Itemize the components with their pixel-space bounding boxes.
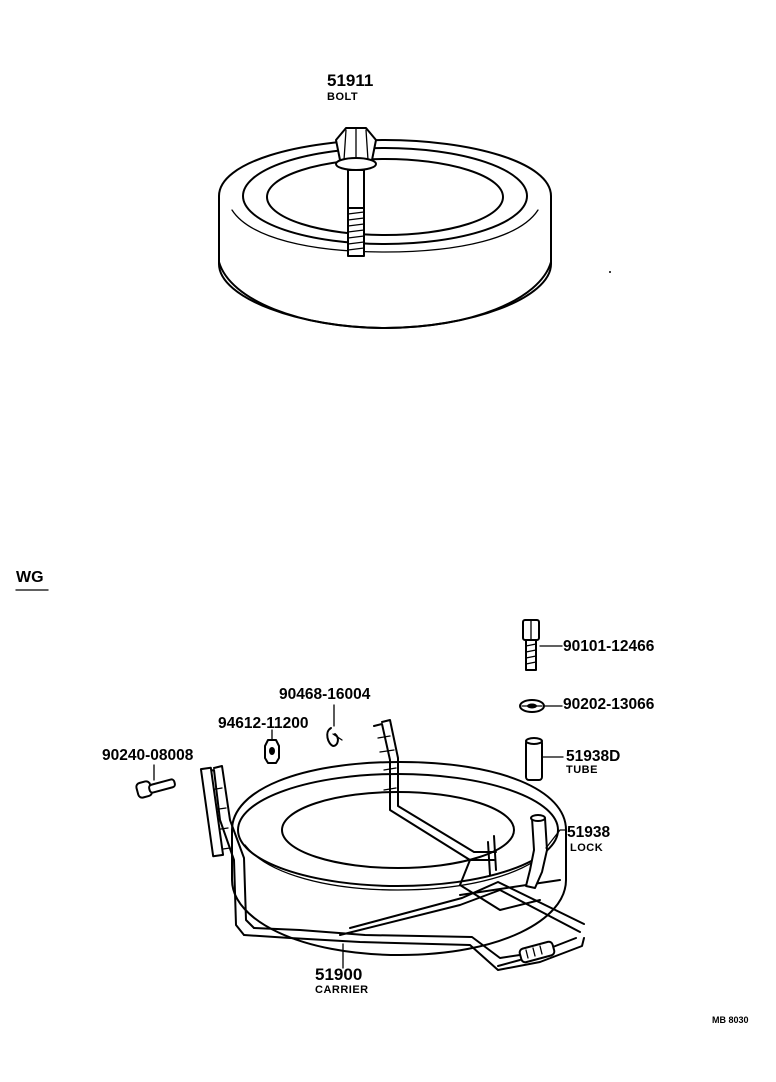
part-number-90202-13066: 90202-13066 (563, 696, 655, 713)
bolt-90101-shape (522, 619, 540, 671)
carrier-51900-shape (199, 719, 585, 971)
part-name-tube: TUBE (566, 764, 598, 776)
part-number-51938d: 51938D (566, 748, 620, 765)
spare-tire-top (218, 139, 552, 329)
pin-90468-shape (326, 727, 343, 747)
catalog-code: MB 8030 (712, 1015, 749, 1025)
part-number-51911: 51911 (327, 71, 373, 90)
section-tag-wg: WG (16, 569, 44, 586)
part-name-lock: LOCK (570, 842, 603, 854)
bolt-51911-shape (335, 127, 377, 257)
part-number-90101-12466: 90101-12466 (563, 638, 655, 655)
pin-90240-shape (135, 778, 176, 799)
nut-94612-shape (264, 739, 280, 764)
washer-90202-shape (519, 699, 545, 713)
part-name-carrier: CARRIER (315, 984, 369, 996)
part-number-90468-16004: 90468-16004 (279, 686, 371, 703)
lock-51938-shape (525, 814, 548, 889)
part-name-bolt: BOLT (327, 91, 358, 103)
part-number-90240-08008: 90240-08008 (102, 747, 194, 764)
part-number-94612-11200: 94612-11200 (218, 715, 309, 732)
tube-51938d-shape (525, 737, 543, 781)
part-number-51938: 51938 (567, 824, 610, 841)
part-number-51900: 51900 (315, 965, 362, 984)
